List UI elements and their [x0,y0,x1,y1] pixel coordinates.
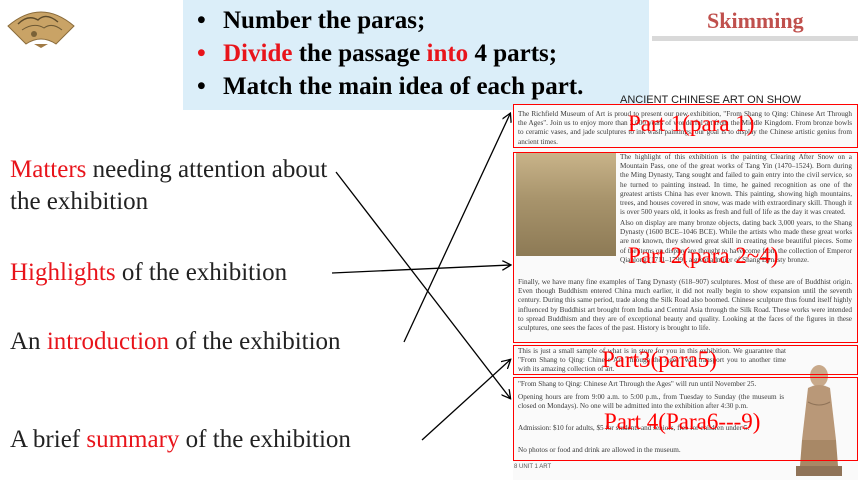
part-4-label: Part 4(Para6---9) [604,409,761,434]
instruction-3: • Match the main idea of each part. [197,70,649,103]
instruction-2-keyword-divide: Divide [223,40,293,67]
instruction-box: • Number the paras; • Divide the passage i… [183,0,649,110]
arrow-highlights-to-part-2 [331,265,510,274]
main-idea-matters-line-1: Matters needing attention about [10,154,327,186]
arrow-introduction-to-part-1 [403,114,510,343]
instruction-2-text-end: 4 parts; [468,40,558,67]
arrow-summary-to-part-3 [421,360,510,441]
main-idea-introduction: An introduction of the exhibition [10,326,341,358]
section-title-underline [652,36,858,41]
keyword-matters: Matters [10,156,87,183]
painting-image [516,152,616,256]
part-3-label: Part3(para5) [602,347,717,372]
main-idea-summary-prefix: A brief [10,426,87,453]
paragraph-8: Admission: $10 for adults, $5 for studen… [518,424,750,432]
bullet-mark: • [197,7,206,34]
main-idea-introduction-prefix: An [10,328,47,355]
main-idea-highlights: Highlights of the exhibition [10,257,287,289]
main-idea-matters: Matters needing attention about the exhi… [10,154,327,218]
part-4-box [513,377,858,461]
instruction-1-text: Number the paras; [223,7,426,34]
paragraph-3: Also on display are many bronze objects,… [620,219,852,264]
part-1-label: Part 1(para 1) [628,111,755,136]
main-idea-matters-line-2: the exhibition [10,188,149,215]
paragraph-1: The Richfield Museum of Art is proud to … [518,110,852,146]
paragraph-6: "From Shang to Qing: Chinese Art Through… [518,380,757,388]
instruction-2-text: the passage [292,40,427,67]
part-3-box [513,345,858,375]
buddha-statue-image [796,365,842,476]
main-idea-introduction-text: of the exhibition [169,328,341,355]
part-2-box [513,152,858,343]
section-title: Skimming [707,8,804,33]
page-footer: 8 UNIT 1 ART [514,464,552,470]
instruction-2-keyword-into: into [426,40,469,67]
main-idea-summary: A brief summary of the exhibition [10,424,351,456]
keyword-highlights: Highlights [10,259,116,286]
fan-painting-image [7,11,75,48]
paragraph-5: This is just a small sample of what is i… [518,347,786,374]
keyword-introduction: introduction [46,328,170,355]
paragraph-2: The highlight of this exhibition is the … [620,153,852,217]
main-idea-highlights-text: of the exhibition [115,259,288,286]
keyword-summary: summary [86,426,180,453]
paragraph-9: No photos or food and drink are allowed … [518,446,681,454]
instruction-3-text: Match the main idea of each part. [223,73,584,100]
main-idea-summary-text: of the exhibition [179,426,351,453]
document-title: ANCIENT CHINESE ART ON SHOW [620,94,801,106]
bullet-mark: • [197,40,206,67]
arrow-matters-to-part-4 [335,171,510,398]
bullet-mark: • [197,73,206,100]
instruction-2: • Divide the passage into 4 parts; [197,37,649,70]
main-idea-matters-text: needing attention about [86,156,328,183]
instruction-1: • Number the paras; [197,4,649,37]
part-1-box [513,104,858,148]
part-2-label: Part 2(para 2~4) [628,243,779,268]
paragraph-4: Finally, we have many fine examples of T… [518,278,852,333]
paragraph-7: Opening hours are from 9:00 a.m. to 5:00… [518,393,784,411]
